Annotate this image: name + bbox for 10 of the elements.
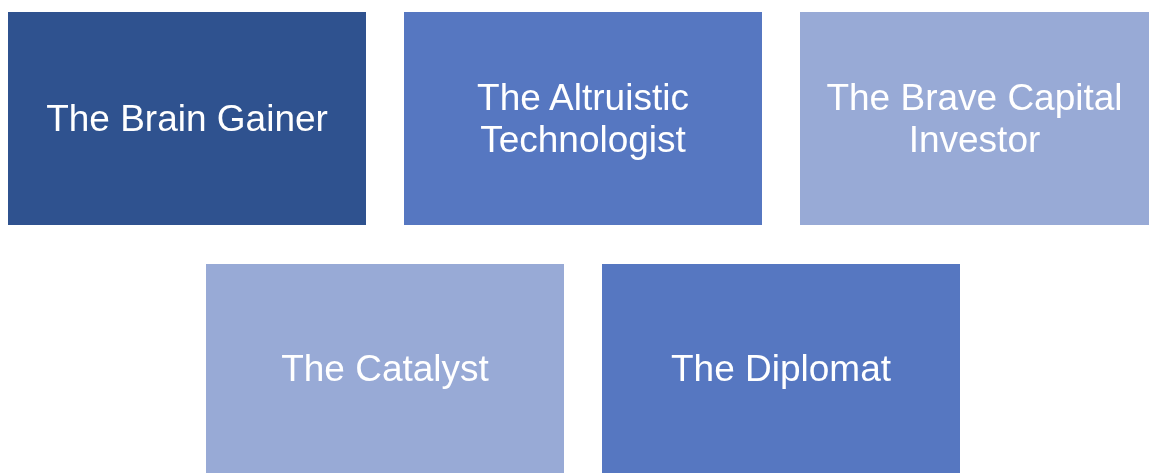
box-label: The Diplomat [671, 347, 891, 390]
category-box [404, 12, 762, 225]
category-box [602, 264, 960, 473]
category-box [8, 12, 366, 225]
category-box [206, 264, 564, 473]
box-label: The Brave Capital Investor [825, 76, 1124, 161]
box-label: The Altruistic Technologist [476, 76, 690, 161]
box-label: The Catalyst [281, 347, 489, 390]
category-box [800, 12, 1149, 225]
box-label: The Brain Gainer [46, 97, 328, 140]
